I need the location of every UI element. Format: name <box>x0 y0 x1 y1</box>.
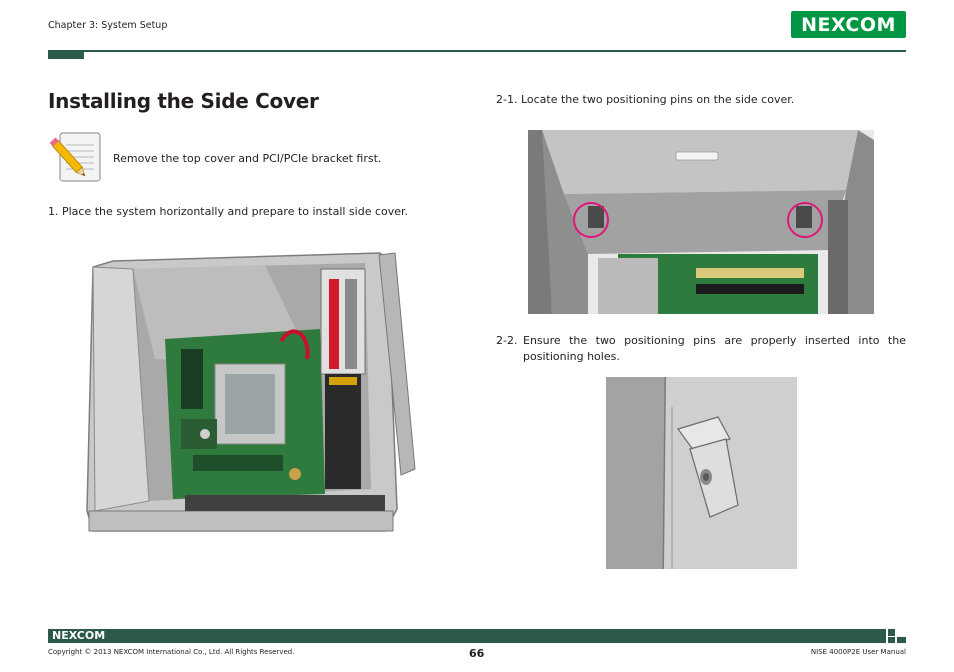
header-rule <box>48 50 906 52</box>
header-tab <box>48 52 84 59</box>
nexcom-logo: NEXCOM <box>791 11 906 38</box>
step-2-2-number: 2-2. <box>496 334 518 347</box>
step-1-text: 1. Place the system horizontally and pre… <box>48 205 409 218</box>
chapter-label: Chapter 3: System Setup <box>48 20 168 31</box>
positioning-pin-highlight-right <box>787 202 823 238</box>
nexcom-logo-text: NEXCOM <box>801 14 896 36</box>
pin-closeup-photo <box>606 377 797 569</box>
step-2-2-block: 2-2. Ensure the two positioning pins are… <box>496 333 906 365</box>
manual-name: NISE 4000P2E User Manual <box>810 648 906 656</box>
copyright-text: Copyright © 2013 NEXCOM International Co… <box>48 648 295 656</box>
footer-logo: NEXCOM <box>52 629 106 642</box>
note-pencil-icon <box>46 129 104 183</box>
footer-bar <box>48 629 886 643</box>
footer-square-top <box>888 629 895 636</box>
footer-square-bottom-right <box>897 637 906 643</box>
positioning-pin-highlight-left <box>573 202 609 238</box>
page-number: 66 <box>469 647 485 660</box>
chassis-photo <box>85 249 431 539</box>
step-2-1-text: 2-1. Locate the two positioning pins on … <box>496 93 795 106</box>
footer-square-bottom-left <box>888 637 895 643</box>
page-title: Installing the Side Cover <box>48 89 319 113</box>
side-cover-pins-photo <box>528 130 874 314</box>
note-text: Remove the top cover and PCI/PCIe bracke… <box>113 152 382 165</box>
step-2-2-text: Ensure the two positioning pins are prop… <box>523 334 906 363</box>
